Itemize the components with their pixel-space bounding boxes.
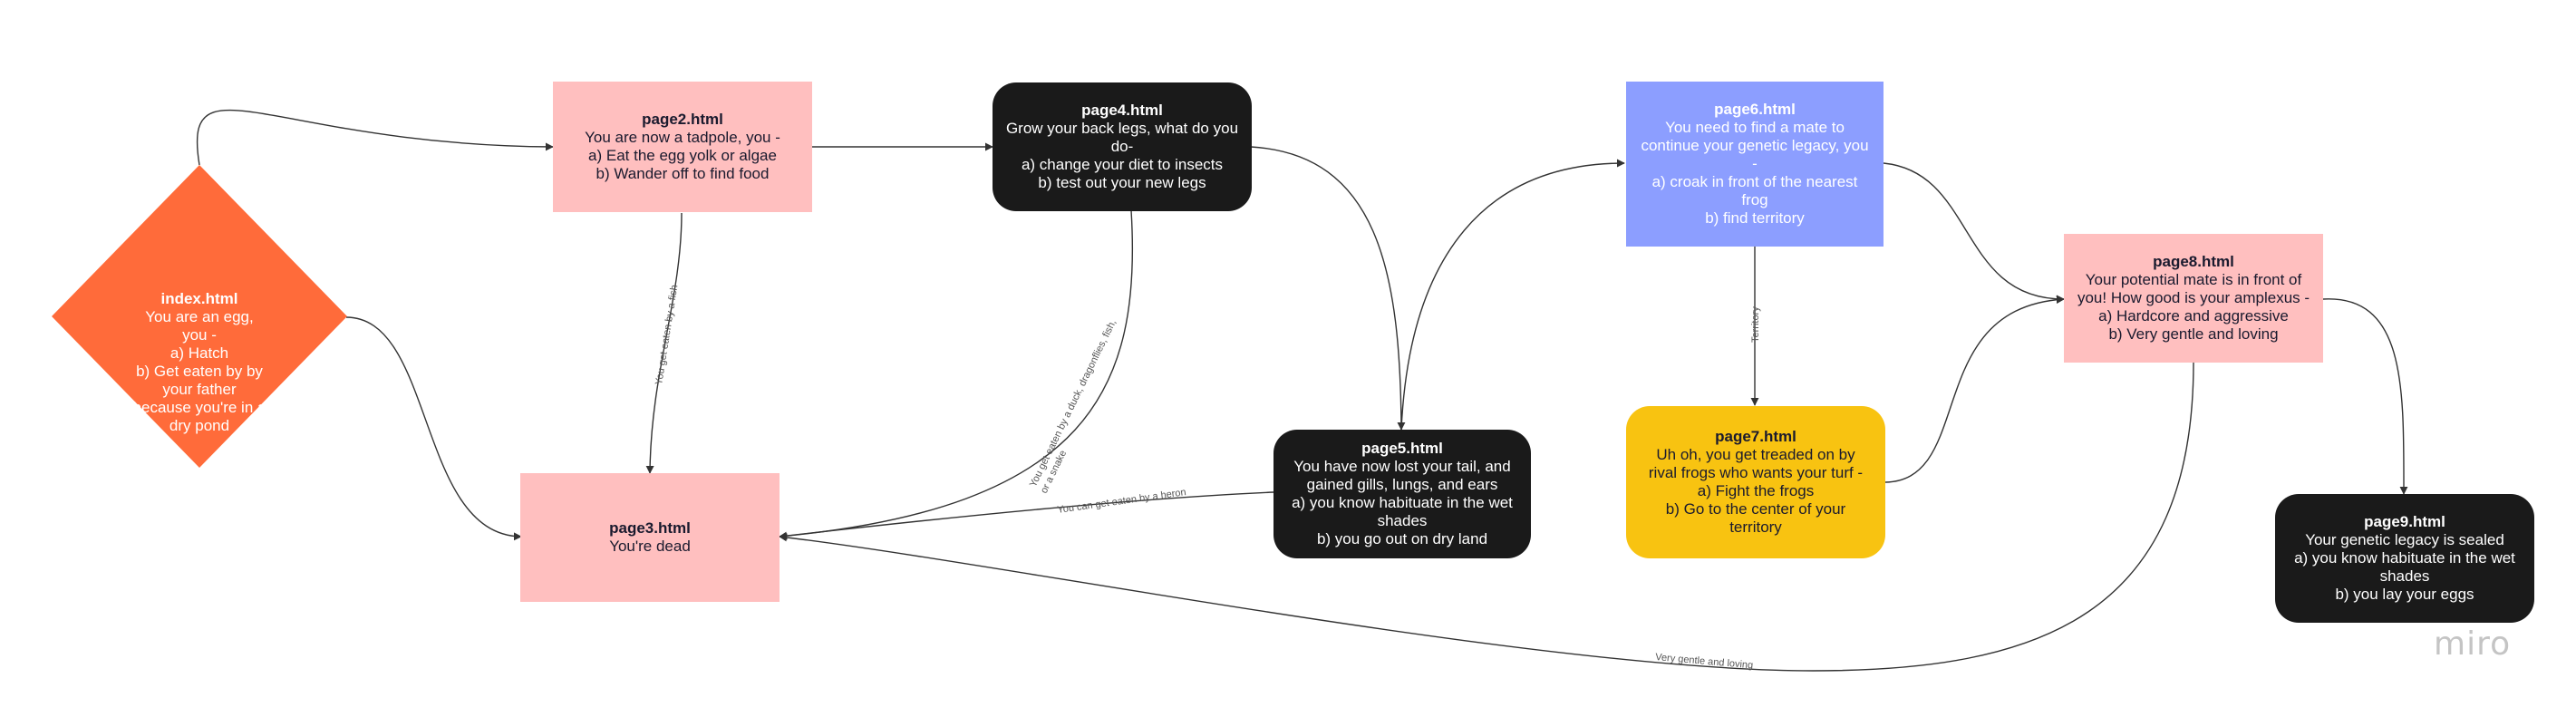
edge-label-gentle: Very gentle and loving (1655, 652, 1754, 671)
node-index-line: because you're in a (132, 399, 266, 416)
node-page4-line: Grow your back legs, what do you (1005, 120, 1239, 137)
node-page9-line: b) you lay your eggs (2335, 586, 2474, 603)
node-index-line: You are an egg, (145, 308, 254, 325)
node-index-line: dry pond (169, 417, 230, 434)
edge-index-page3 (345, 316, 522, 541)
edge-page2-page3 (645, 212, 683, 474)
node-page6-line: a) croak in front of the nearest (1651, 173, 1858, 190)
node-page7-title: page7.html (1715, 428, 1796, 445)
node-page7-line: a) Fight the frogs (1697, 482, 1815, 499)
edge-label-heron: You can get eaten by a heron (1057, 487, 1187, 516)
node-page5-line: a) you know habituate in the wet (1292, 494, 1513, 511)
node-page6[interactable]: page6.html You need to find a mate to co… (1626, 82, 1884, 247)
node-page7[interactable]: page7.html Uh oh, you get treaded on by … (1626, 406, 1885, 558)
node-page9[interactable]: page9.html Your genetic legacy is sealed… (2275, 494, 2534, 623)
node-page9-title: page9.html (2364, 513, 2445, 530)
node-page4[interactable]: page4.html Grow your back legs, what do … (993, 82, 1252, 211)
node-page5[interactable]: page5.html You have now lost your tail, … (1273, 430, 1531, 558)
node-page2-line: b) Wander off to find food (596, 165, 770, 182)
node-page8-line: a) Hardcore and aggressive (2098, 307, 2289, 325)
edge-page4-page5 (1250, 146, 1406, 431)
miro-logo: miro (2434, 625, 2512, 663)
edge-page8-page9 (2322, 298, 2408, 495)
node-page5-line: shades (1377, 512, 1428, 529)
edge-label-territory: Territory (1750, 306, 1761, 343)
node-index[interactable]: index.html You are an egg, you - a) Hatc… (52, 165, 347, 468)
edge-index-page2 (196, 109, 554, 166)
node-page8-line: you! How good is your amplexus - (2077, 289, 2310, 306)
node-page8-line: b) Very gentle and loving (2108, 325, 2279, 343)
node-page8-title: page8.html (2153, 253, 2234, 270)
node-index-line: you - (182, 326, 217, 344)
node-page8[interactable]: page8.html Your potential mate is in fro… (2064, 234, 2323, 363)
node-page6-line: b) find territory (1705, 209, 1805, 227)
node-page5-title: page5.html (1361, 440, 1443, 457)
node-page5-line: You have now lost your tail, and (1293, 458, 1511, 475)
edge-label-duck: You get eaten by a duck, dragonflies, fi… (1028, 318, 1119, 489)
node-page8-line: Your potential mate is in front of (2085, 271, 2302, 288)
node-page4-line: b) test out your new legs (1038, 174, 1206, 191)
node-page5-line: gained gills, lungs, and ears (1306, 476, 1498, 493)
node-page9-line: a) you know habituate in the wet (2294, 549, 2515, 567)
node-page2-title: page2.html (642, 111, 723, 128)
edge-label-fish: You get eaten by a fish (654, 284, 680, 385)
node-page9-line: shades (2379, 567, 2430, 585)
node-page6-line: You need to find a mate to (1665, 119, 1845, 136)
node-page2[interactable]: page2.html You are now a tadpole, you - … (553, 82, 812, 212)
edge-page7-page8 (1884, 296, 2065, 483)
node-page3-title: page3.html (609, 519, 691, 537)
node-page7-line: Uh oh, you get treaded on by (1656, 446, 1855, 463)
node-page6-title: page6.html (1714, 101, 1796, 118)
node-page7-line: territory (1729, 518, 1782, 536)
node-page6-line: frog (1741, 191, 1768, 208)
node-page7-line: b) Go to the center of your (1665, 500, 1846, 518)
edge-page8-page3 (779, 362, 2194, 672)
node-page6-line: continue your genetic legacy, you (1641, 137, 1869, 154)
edge-page6-page8 (1883, 162, 2065, 304)
node-page4-line: a) change your diet to insects (1021, 156, 1224, 173)
node-page3[interactable]: page3.html You're dead (520, 473, 780, 602)
edge-page5-page3 (779, 491, 1274, 540)
node-index-line: b) Get eaten by by (136, 363, 263, 380)
node-page6-line: - (1752, 155, 1758, 172)
node-page4-title: page4.html (1081, 102, 1163, 119)
node-page2-line: You are now a tadpole, you - (585, 129, 780, 146)
node-page2-line: a) Eat the egg yolk or algae (588, 147, 777, 164)
edge-page5-page6 (1400, 159, 1625, 431)
node-page7-line: rival frogs who wants your turf - (1648, 464, 1864, 481)
node-page4-line: do- (1110, 138, 1134, 155)
edge-page4-page3 (779, 209, 1134, 540)
node-page3-line: You're dead (609, 538, 691, 555)
node-index-line: a) Hatch (169, 344, 229, 362)
node-page9-line: Your genetic legacy is sealed (2305, 531, 2504, 548)
node-page5-line: b) you go out on dry land (1316, 530, 1488, 547)
node-index-title: index.html (160, 290, 238, 307)
node-index-line: your father (162, 381, 237, 398)
